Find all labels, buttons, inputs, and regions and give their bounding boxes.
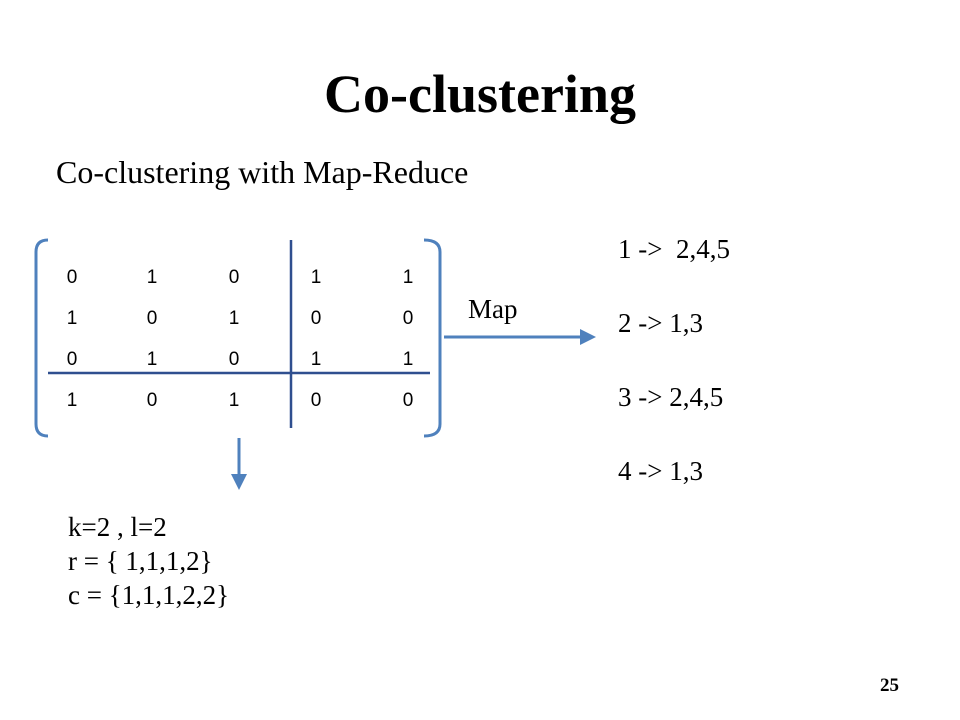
- matrix-cell: 0: [66, 349, 78, 370]
- matrix-cell: 0: [402, 390, 414, 411]
- matrix-cell: 1: [66, 390, 78, 411]
- matrix-cell: 1: [228, 390, 240, 411]
- matrix-cell: 1: [310, 349, 322, 370]
- row-mapping: 1 -> 2,4,5: [618, 234, 730, 264]
- matrix-cell: 0: [66, 267, 78, 288]
- slide-subtitle: Co-clustering with Map-Reduce: [56, 154, 469, 190]
- down-arrow-head: [231, 474, 247, 490]
- matrix-cell: 1: [228, 308, 240, 329]
- binary-matrix: 0 1 0 1 1 1 0 1 0 0 0 1 0 1 1 1 0 1 0 0: [46, 262, 436, 426]
- matrix-cell: 0: [310, 308, 322, 329]
- matrix-left-bracket: [34, 238, 49, 438]
- matrix-cell: 1: [66, 308, 78, 329]
- matrix-cell: 0: [146, 390, 158, 411]
- matrix-cell: 1: [146, 267, 158, 288]
- matrix-row: 0 1 0 1 1: [46, 262, 436, 303]
- matrix-row: 0 1 0 1 1: [46, 344, 436, 385]
- matrix-cell: 0: [228, 349, 240, 370]
- matrix-cell: 1: [310, 267, 322, 288]
- param-kl: k=2 , l=2: [68, 512, 167, 542]
- row-mapping: 4 -> 1,3: [618, 456, 703, 486]
- param-r: r = { 1,1,1,2}: [68, 546, 213, 576]
- row-mapping: 3 -> 2,4,5: [618, 382, 724, 412]
- matrix-cell: 0: [146, 308, 158, 329]
- matrix-row: 1 0 1 0 0: [46, 385, 436, 426]
- row-mapping-list: 1 -> 2,4,5 2 -> 1,3 3 -> 2,4,5 4 -> 1,3: [618, 232, 730, 528]
- matrix-row: 1 0 1 0 0: [46, 303, 436, 344]
- matrix-cell: 1: [146, 349, 158, 370]
- matrix-cell: 1: [402, 349, 414, 370]
- page-number: 25: [880, 675, 899, 696]
- row-mapping: 2 -> 1,3: [618, 308, 703, 338]
- matrix-cell: 0: [228, 267, 240, 288]
- slide-title: Co-clustering: [324, 64, 636, 124]
- map-arrow-head: [580, 329, 596, 345]
- matrix-cell: 1: [402, 267, 414, 288]
- param-c: c = {1,1,1,2,2}: [68, 580, 230, 610]
- matrix-right-bracket: [423, 238, 442, 438]
- map-label: Map: [468, 294, 518, 324]
- cluster-parameters: k=2 , l=2 r = { 1,1,1,2} c = {1,1,1,2,2}: [68, 510, 229, 612]
- matrix-cell: 0: [402, 308, 414, 329]
- matrix-cell: 0: [310, 390, 322, 411]
